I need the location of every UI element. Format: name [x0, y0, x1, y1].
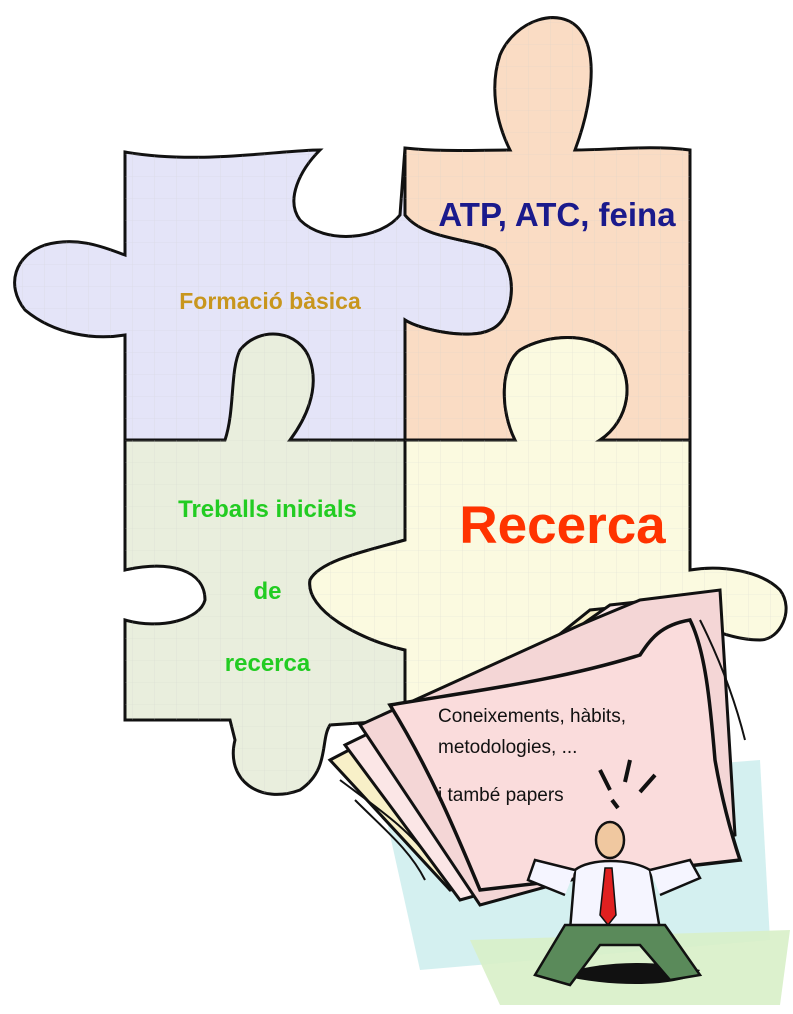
puzzle-piece-formacio — [13, 147, 513, 442]
label-treballs-line1: Treballs inicials — [178, 496, 357, 523]
paper-text-line3: i també papers — [438, 785, 564, 806]
label-formacio-basica: Formació bàsica — [179, 288, 361, 314]
man-holding-papers-clipart — [327, 588, 790, 1005]
label-treballs-line2: de — [253, 578, 282, 605]
puzzle-piece-treballs — [123, 332, 407, 796]
label-recerca: Recerca — [459, 496, 666, 555]
label-treballs-line3: recerca — [224, 650, 311, 677]
label-atp-atc-feina: ATP, ATC, feina — [438, 196, 676, 233]
paper-text-line2: metodologies, ... — [438, 737, 578, 758]
paper-text-line1: Coneixements, hàbits, — [438, 706, 626, 727]
